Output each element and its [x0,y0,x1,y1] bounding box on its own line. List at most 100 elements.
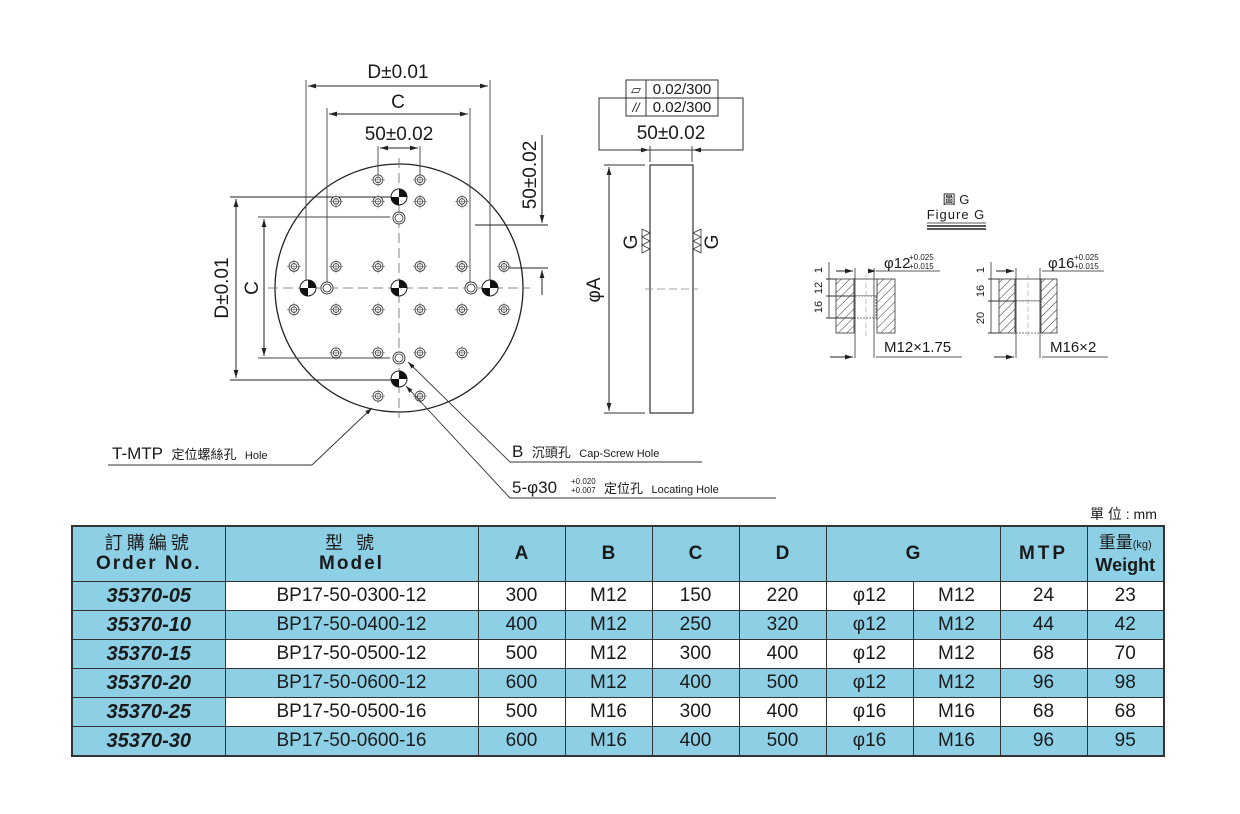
cell-c: 300 [651,697,740,727]
cell-d: 400 [738,697,827,727]
cell-a: 600 [477,726,566,757]
cell-mtp: 68 [999,697,1088,727]
tmtp-hole-icon [329,194,343,209]
callout-locating-tol-upper: +0.020 [571,477,596,486]
cell-model: BP17-50-0600-12 [224,668,479,698]
detail-m12-dim-counterbore: 12 [813,282,825,294]
detail-m16-thread: M16×2 [1050,339,1096,356]
callouts: T-MTP 定位螺絲孔 Hole B 沉頭孔 Cap-Screw Hole 5-… [108,361,776,499]
cap-screw-hole-icon [464,281,478,295]
side-view: ▱ 0.02/300 // 0.02/300 50±0.02 φA G G [584,79,744,414]
cell-b: M16 [564,726,653,757]
detail-m12-tol-upper: +0.025 [909,253,934,262]
cap-screw-hole-icon [392,351,406,365]
cell-a: 600 [477,668,566,698]
cell-g-bore: φ12 [825,581,914,611]
unit-label: 單 位 : mm [1090,506,1157,522]
tmtp-hole-icon [287,302,301,317]
cell-weight: 95 [1086,726,1165,757]
cell-order-no: 35370-10 [71,610,226,640]
tmtp-hole-icon [455,259,469,274]
cell-g-thread: M16 [912,726,1001,757]
cell-order-no: 35370-15 [71,639,226,669]
callout-locating-tol-lower: +0.007 [571,486,596,495]
cell-weight: 70 [1086,639,1165,669]
header-b: B [564,525,653,582]
tmtp-hole-icon [455,194,469,209]
hole-pattern [287,172,511,404]
cell-a: 400 [477,610,566,640]
tmtp-hole-icon [371,172,385,187]
cell-g-thread: M12 [912,581,1001,611]
locating-hole-icon [390,370,408,388]
tmtp-hole-icon [329,345,343,360]
table-row: 35370-05 BP17-50-0300-12 300 M12 150 220… [71,581,1165,611]
cap-screw-hole-icon [320,281,334,295]
cell-model: BP17-50-0400-12 [224,610,479,640]
cell-mtp: 44 [999,610,1088,640]
header-weight: 重量(kg)Weight [1086,525,1165,582]
cell-c: 300 [651,639,740,669]
detail-m16-dim-thread: 20 [975,312,987,324]
cell-g-thread: M16 [912,697,1001,727]
cell-mtp: 68 [999,639,1088,669]
cell-model: BP17-50-0500-12 [224,639,479,669]
diameter-label: φA [584,277,605,302]
cell-weight: 23 [1086,581,1165,611]
figure-g-title-zh: 圖 G [943,192,970,207]
detail-m16-dim-counterbore: 16 [975,285,987,297]
cell-weight: 98 [1086,668,1165,698]
cell-d: 500 [738,726,827,757]
cell-model: BP17-50-0300-12 [224,581,479,611]
tmtp-hole-icon [413,302,427,317]
table-row: 35370-10 BP17-50-0400-12 400 M12 250 320… [71,610,1165,640]
tmtp-hole-icon [371,259,385,274]
flatness-value: 0.02/300 [653,81,711,98]
cell-order-no: 35370-25 [71,697,226,727]
dim-c-horizontal: C [391,92,405,113]
flatness-icon: ▱ [631,82,641,97]
callout-tmtp: T-MTP 定位螺絲孔 Hole [112,444,268,463]
figure-g-title-en: Figure G [927,207,986,222]
cell-mtp: 96 [999,668,1088,698]
cell-mtp: 24 [999,581,1088,611]
detail-m16: φ16 +0.025 +0.015 1 16 20 M16×2 [975,253,1108,360]
tmtp-hole-icon [287,259,301,274]
detail-m12: φ12 +0.025 +0.015 1 12 16 M12×1.75 [813,253,962,360]
header-d: D [738,525,827,582]
cell-d: 320 [738,610,827,640]
cell-g-bore: φ16 [825,697,914,727]
header-c: C [651,525,740,582]
cell-b: M12 [564,610,653,640]
cell-a: 500 [477,697,566,727]
header-a: A [477,525,566,582]
tmtp-hole-icon [329,302,343,317]
top-view: D±0.01 C 50±0.02 D±0.01 C 50±0.02 [212,62,548,418]
cell-order-no: 35370-05 [71,581,226,611]
header-mtp: MTP [999,525,1088,582]
cell-model: BP17-50-0600-16 [224,726,479,757]
table-row: 35370-25 BP17-50-0500-16 500 M16 300 400… [71,697,1165,727]
detail-m16-bore: φ16 [1048,255,1074,272]
cap-screw-hole-icon [392,211,406,225]
surface-finish-icon-left [641,228,651,254]
surface-finish-left: G [621,235,642,250]
cell-order-no: 35370-30 [71,726,226,757]
tmtp-hole-icon [329,259,343,274]
cell-weight: 42 [1086,610,1165,640]
locating-hole-icon [390,279,408,297]
tmtp-hole-icon [371,194,385,209]
dim-d-vertical: D±0.01 [212,257,233,318]
detail-m12-dim-top: 1 [813,267,825,273]
locating-hole-icon [299,279,317,297]
callout-locating-hole: 5-φ30 [512,478,557,497]
cell-c: 400 [651,726,740,757]
detail-m12-tol-lower: +0.015 [909,262,934,271]
callout-cap-screw-hole: B 沉頭孔 Cap-Screw Hole [512,442,659,461]
cell-g-bore: φ16 [825,726,914,757]
figure-g: 圖 G Figure G φ12 +0.025 +0.015 1 [813,192,1108,360]
